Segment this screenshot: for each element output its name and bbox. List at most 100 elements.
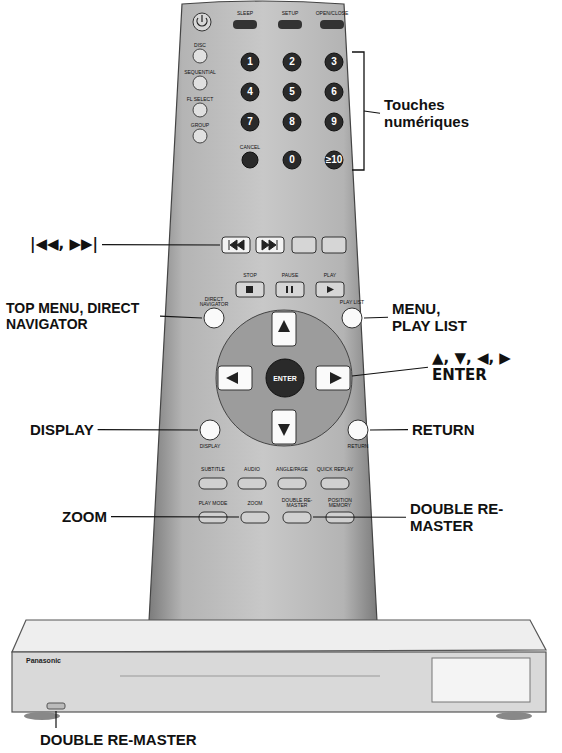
callout-label: ▲, ▼, ◀, ▶ ENTER — [432, 350, 522, 385]
player-foot — [24, 712, 60, 720]
key-number: 4 — [247, 87, 253, 97]
enter-button — [266, 359, 304, 397]
button-label: AUDIO — [232, 467, 272, 472]
power-button — [193, 13, 211, 31]
setup-button — [278, 20, 302, 29]
left-button — [218, 366, 252, 390]
display-button — [200, 420, 220, 440]
right-icon — [330, 372, 342, 384]
button-label: SETUP — [270, 11, 310, 16]
leader-line — [313, 516, 406, 517]
group-button — [193, 129, 207, 143]
sleep-button — [233, 20, 257, 29]
key-number: 2 — [289, 57, 295, 67]
button-label: GROUP — [180, 123, 220, 128]
leader-line — [364, 111, 380, 113]
search-next-button — [322, 237, 346, 253]
button-label: POSITION MEMORY — [320, 498, 360, 508]
button-label: SUBTITLE — [193, 467, 233, 472]
top-menu-button — [204, 308, 224, 328]
nav-ring — [216, 310, 352, 446]
leader-line — [55, 711, 56, 728]
button-label: DIRECT NAVIGATOR — [194, 297, 234, 307]
button-label: PLAY — [310, 273, 350, 278]
down-icon — [278, 424, 290, 436]
disc-button — [193, 49, 207, 63]
player-front — [12, 652, 546, 712]
callout-label: MENU, PLAY LIST — [392, 300, 482, 335]
button-label: CANCEL — [230, 145, 270, 150]
open-button — [320, 20, 344, 29]
key-number: 1 — [247, 57, 253, 67]
leader-line — [98, 429, 198, 431]
button-label: PLAY LIST — [332, 300, 372, 305]
right-button — [316, 366, 350, 390]
play-button — [316, 282, 344, 297]
fl-select-button — [193, 103, 207, 117]
skip-back-button — [222, 237, 250, 253]
key-number: 3 — [331, 57, 337, 67]
button-label: SLEEP — [225, 11, 265, 16]
keypad — [241, 53, 343, 169]
left-icon — [226, 372, 238, 384]
leader-line — [352, 367, 428, 376]
up-icon — [278, 320, 290, 332]
button-label: SEQUENTIAL — [180, 70, 220, 75]
button-label: PLAY MODE — [193, 501, 233, 506]
callout-label: DOUBLE RE-MASTER — [410, 500, 515, 535]
key-number: 9 — [331, 117, 337, 127]
leader-line — [160, 316, 202, 318]
stop-icon — [246, 286, 253, 293]
callout-label: TOP MENU, DIRECT NAVIGATOR — [6, 300, 156, 332]
player-foot — [496, 712, 532, 720]
key-number: 6 — [331, 87, 337, 97]
button-label: DISC — [180, 43, 220, 48]
button-label: ZOOM — [235, 501, 275, 506]
button-label: PAUSE — [270, 273, 310, 278]
leader-line — [111, 516, 239, 518]
disc-slot — [120, 676, 380, 677]
button-label: ENTER — [273, 375, 297, 382]
leader-line — [364, 317, 388, 319]
search-back-button — [292, 237, 316, 253]
key-number: 8 — [289, 117, 295, 127]
leader-line — [102, 244, 220, 246]
callout-label: |◀◀, ▶▶| — [30, 236, 98, 253]
callout-label: Touches numériques — [384, 96, 489, 131]
button-label: RETURN — [338, 444, 378, 449]
key-number: 0 — [289, 155, 295, 165]
player-display — [432, 658, 530, 702]
up-button — [272, 312, 296, 346]
callout-label: DOUBLE RE-MASTER — [40, 731, 197, 748]
return-button — [348, 420, 368, 440]
player-top — [12, 620, 546, 652]
stop-button — [236, 282, 264, 297]
skip-next-icon — [262, 240, 277, 250]
button-label: DISPLAY — [190, 444, 230, 449]
leader-line — [370, 429, 408, 431]
pause-icon — [287, 286, 292, 293]
button-label: FL SELECT — [180, 97, 220, 102]
callout-label: RETURN — [412, 421, 475, 438]
button-label: STOP — [230, 273, 270, 278]
down-button — [272, 410, 296, 444]
key-number: ≥10 — [326, 155, 343, 165]
sequential-button — [193, 76, 207, 90]
key-number: 7 — [247, 117, 253, 127]
menu-button — [342, 308, 362, 328]
remote-body — [148, 1, 378, 640]
brand-label: Panasonic — [26, 657, 61, 664]
remaster-button — [47, 703, 65, 709]
play-icon — [327, 286, 334, 293]
pause-button — [276, 282, 304, 297]
button-label: OPEN/CLOSE — [312, 11, 352, 16]
power-icon — [197, 15, 207, 26]
key-number: 5 — [289, 87, 295, 97]
callout-label: DISPLAY — [30, 421, 94, 438]
skip-back-icon — [229, 240, 244, 250]
skip-next-button — [256, 237, 284, 253]
button-label: ANGLE/PAGE — [272, 467, 312, 472]
button-label: DOUBLE RE-MASTER — [277, 498, 317, 508]
callout-label: ZOOM — [62, 508, 107, 525]
